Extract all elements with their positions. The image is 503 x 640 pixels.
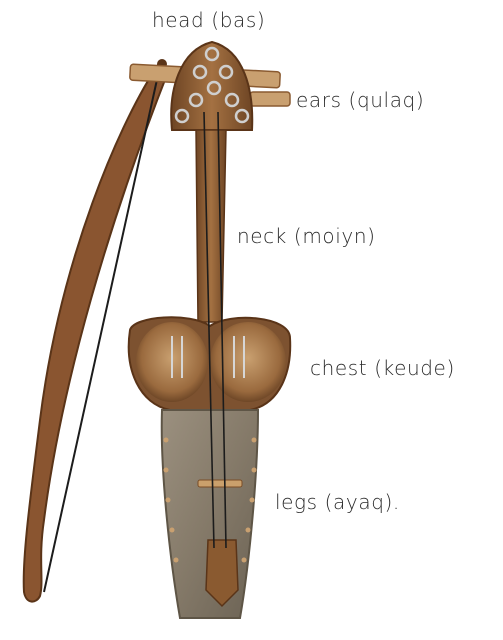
ears-peg-right: [250, 92, 290, 106]
label-ears: ears (qulaq): [296, 88, 424, 112]
head-body: [171, 42, 252, 130]
label-legs: legs (ayaq).: [275, 490, 400, 514]
label-head: head (bas): [152, 8, 265, 32]
bridge: [198, 480, 242, 487]
label-chest: chest (keude): [310, 356, 455, 380]
label-neck: neck (moiyn): [237, 224, 376, 248]
